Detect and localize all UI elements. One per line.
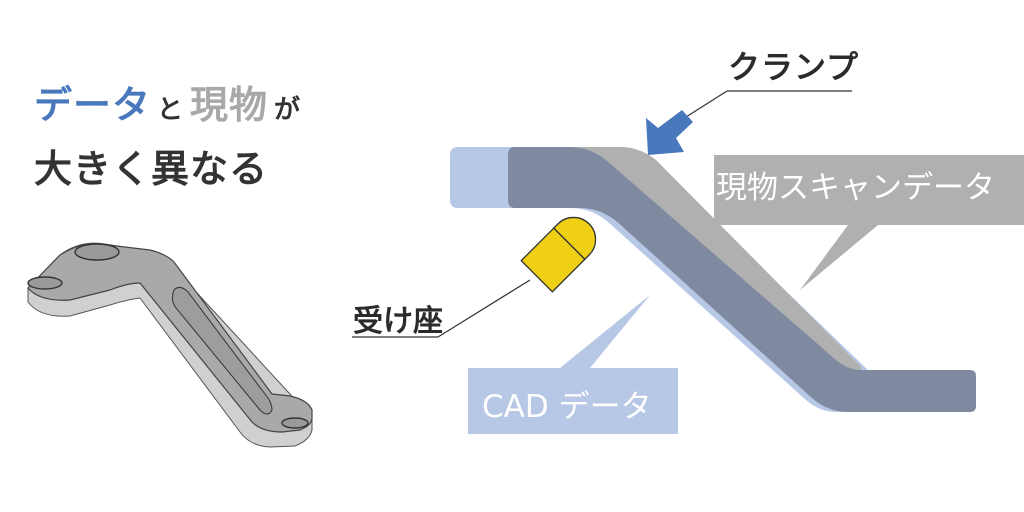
seat-label: 受け座 — [353, 304, 443, 339]
scan-callout-tail — [800, 225, 878, 290]
cad-data-label: CAD データ — [482, 389, 652, 425]
headline-data-word: データ — [34, 83, 152, 127]
clamp-label: クランプ — [728, 48, 860, 86]
bracket-hole-1 — [27, 276, 63, 290]
bracket-hole-3 — [281, 417, 309, 429]
bracket-hole-2 — [74, 243, 120, 261]
headline-genbutsu-word: 現物 — [190, 83, 269, 127]
headline-line-2: 大きく異なる — [34, 147, 269, 191]
cad-callout-tail — [560, 295, 650, 368]
bracket-part-illustration — [27, 242, 313, 448]
headline-line-1: データと現物が — [34, 74, 307, 129]
headline-to-word: と — [157, 95, 185, 125]
cad-callout-box — [468, 368, 678, 434]
clamp-arrow-icon — [646, 90, 852, 155]
scan-data-label: 現物スキャンデータ — [716, 170, 995, 206]
headline-ga-word: が — [274, 95, 302, 125]
overlap-shape — [508, 147, 976, 412]
scan-callout-box — [714, 155, 1024, 225]
seat-block-icon — [352, 216, 597, 338]
